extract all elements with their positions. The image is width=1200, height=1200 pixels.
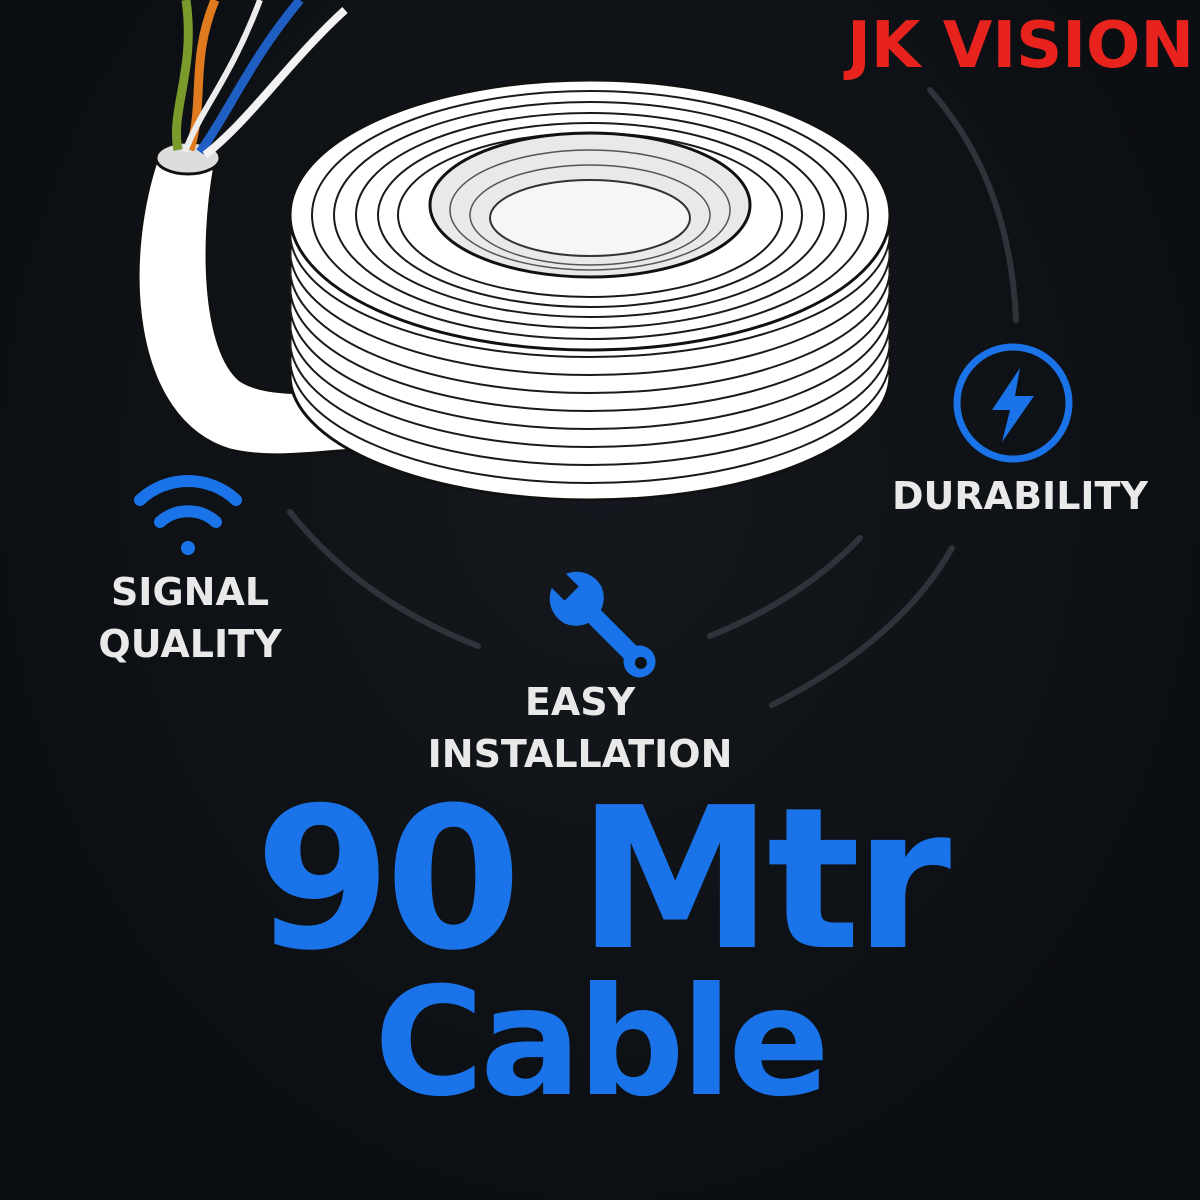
feature-durability: DURABILITY: [880, 470, 1160, 522]
arc-right-lower: [769, 545, 955, 708]
feature-signal-line2: QUALITY: [98, 622, 282, 666]
wire-green: [171, 0, 193, 151]
wire-white-2: [182, 0, 263, 154]
wire-blue: [196, 0, 304, 155]
feature-signal-line1: SIGNAL: [110, 570, 270, 614]
feature-install-line1: EASY: [524, 680, 636, 724]
wire-white: [202, 7, 348, 159]
feature-signal-quality: SIGNAL QUALITY: [70, 566, 310, 670]
cable-coil-illustration: [136, 0, 892, 502]
feature-install-line2: INSTALLATION: [427, 732, 733, 776]
headline-product: Cable: [374, 956, 830, 1130]
lightning-bolt-icon: [953, 343, 1073, 463]
brand-name: JK VISION: [847, 9, 1194, 83]
decorative-arcs: [287, 87, 1019, 708]
arc-middle: [707, 535, 863, 639]
headline-length: 90 Mtr: [254, 766, 951, 994]
arc-left: [287, 509, 481, 649]
wifi-signal-icon: [134, 474, 242, 555]
feature-durability-line1: DURABILITY: [892, 474, 1148, 518]
wrench-icon: [549, 571, 656, 678]
feature-easy-installation: EASY INSTALLATION: [400, 676, 760, 780]
arc-right-upper: [927, 87, 1019, 323]
